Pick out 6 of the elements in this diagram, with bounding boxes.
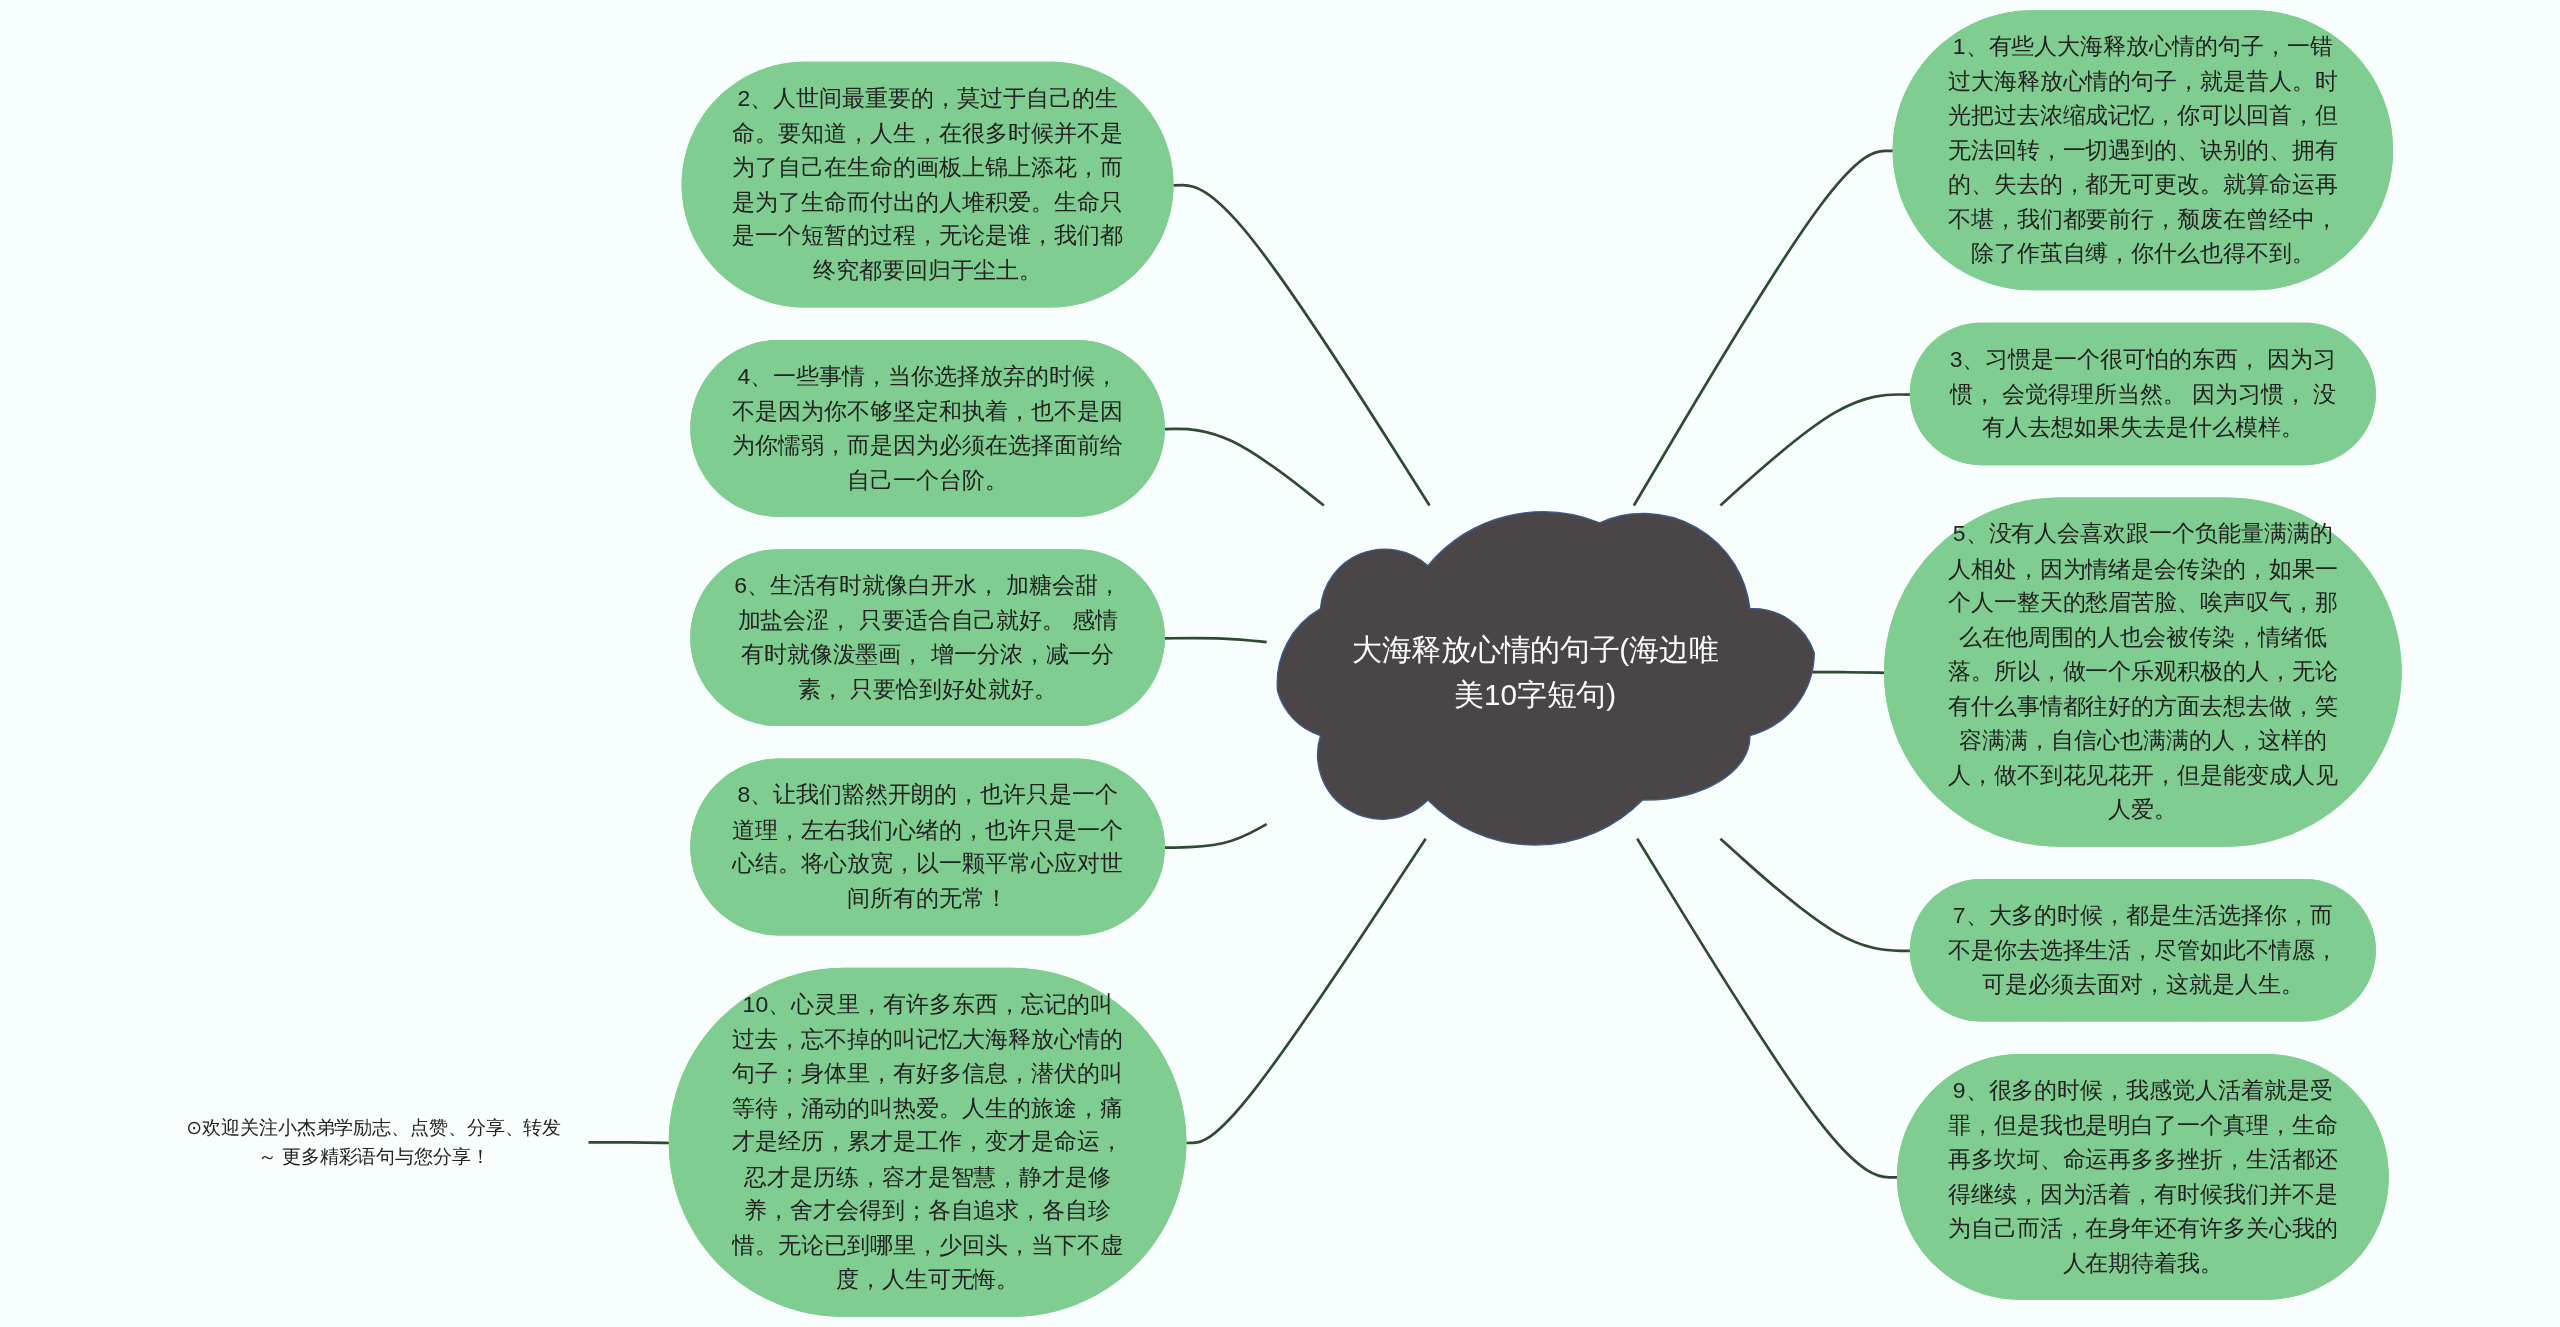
connector xyxy=(1186,838,1427,1145)
node-text: ⊙欢迎关注小杰弟学励志、点赞、分享、转发～ 更多精彩语句与您分享！ xyxy=(186,1116,562,1167)
connector xyxy=(1173,183,1431,507)
connector xyxy=(1164,636,1267,644)
connector xyxy=(1164,427,1325,507)
connector xyxy=(1164,822,1268,849)
